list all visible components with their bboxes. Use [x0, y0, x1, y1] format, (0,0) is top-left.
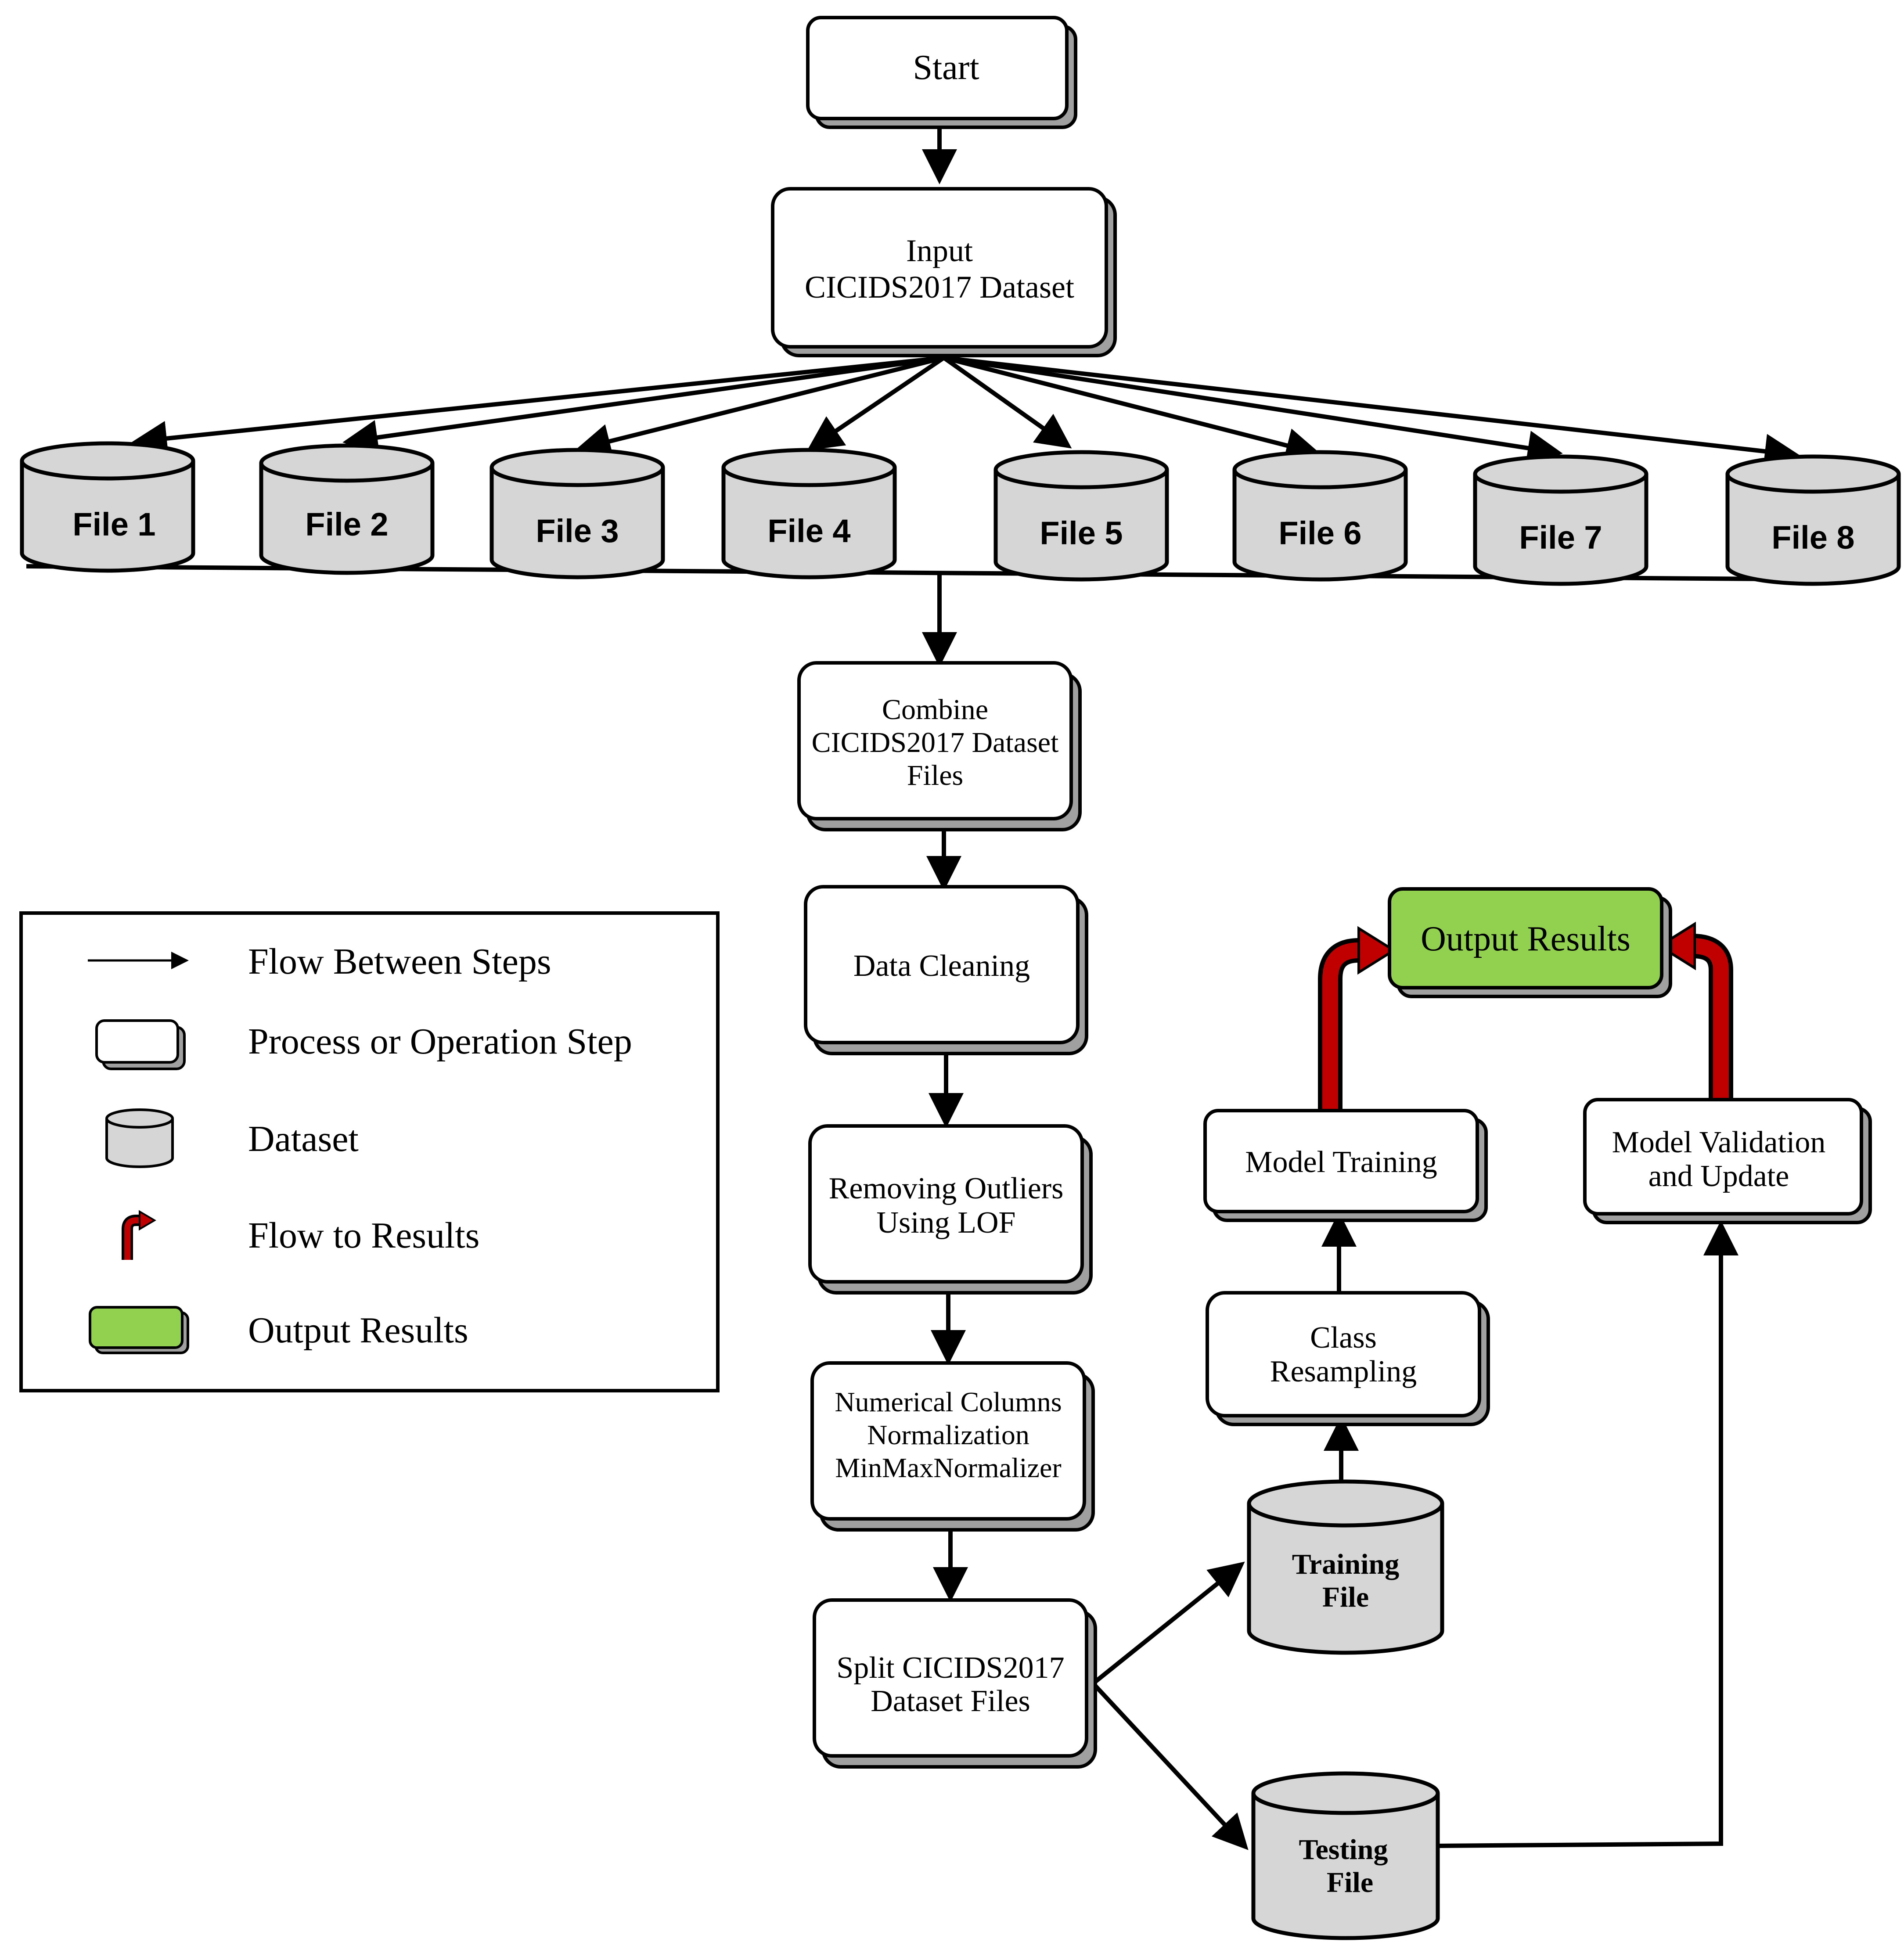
- file-5-label: File 5: [1040, 515, 1123, 551]
- outliers-box: Removing Outliers Using LOF: [808, 1124, 1093, 1295]
- file-5-cylinder: File 5: [993, 450, 1169, 582]
- split-label-line1: Split CICIDS2017: [836, 1651, 1064, 1685]
- result-flows: [1318, 921, 1733, 1111]
- arrow-split-training: [1091, 1561, 1245, 1685]
- legend-flow-label: Flow Between Steps: [248, 941, 551, 982]
- start-label: Start: [913, 48, 979, 87]
- validation-label-line2: and Update: [1648, 1159, 1789, 1193]
- outliers-label-line1: Removing Outliers: [829, 1172, 1064, 1205]
- legend: Flow Between Steps Process or Operation …: [19, 911, 720, 1392]
- outliers-label-line2: Using LOF: [877, 1206, 1016, 1240]
- validation-box: Model Validation and Update: [1583, 1098, 1872, 1224]
- norm-label-line2: Normalization: [867, 1419, 1029, 1450]
- file-3-label: File 3: [536, 513, 619, 549]
- output-results-label: Output Results: [1421, 920, 1630, 958]
- arrow-input-file7: [943, 356, 1563, 466]
- arrow-input-file4: [807, 356, 945, 451]
- file-4-label: File 4: [767, 513, 850, 549]
- resampling-label-line2: Resampling: [1270, 1355, 1417, 1388]
- file-cylinders: File 1 File 2 File 3 File 4 File 5 File …: [20, 441, 1901, 586]
- arrow-input-file8: [943, 356, 1800, 469]
- combine-label-line1: Combine: [882, 694, 988, 726]
- model-training-box: Model Training: [1203, 1109, 1488, 1222]
- file-2-label: File 2: [305, 506, 388, 543]
- start-box: Start: [806, 16, 1077, 129]
- file-2-cylinder: File 2: [259, 443, 435, 575]
- testing-file-label-line2: File: [1327, 1866, 1373, 1899]
- file-1-cylinder: File 1: [20, 441, 195, 573]
- file-7-label: File 7: [1519, 519, 1602, 556]
- testing-file-cylinder: Testing File: [1251, 1771, 1440, 1940]
- normalization-box: Numerical Columns Normalization MinMaxNo…: [810, 1361, 1095, 1532]
- input-label-line1: Input: [906, 233, 973, 268]
- arrow-input-file5: [943, 356, 1072, 449]
- file-3-cylinder: File 3: [489, 448, 665, 579]
- norm-label-line3: MinMaxNormalizer: [835, 1452, 1061, 1483]
- file-8-label: File 8: [1771, 519, 1854, 556]
- cleaning-label: Data Cleaning: [853, 949, 1030, 983]
- cleaning-box: Data Cleaning: [804, 885, 1088, 1055]
- combine-box: Combine CICIDS2017 Dataset Files: [797, 661, 1082, 831]
- file-7-cylinder: File 7: [1473, 454, 1648, 586]
- training-file-cylinder: Training File: [1247, 1479, 1444, 1655]
- arrow-input-file2: [342, 356, 944, 455]
- combine-label-line2: CICIDS2017 Dataset: [812, 726, 1059, 759]
- combine-label-line3: Files: [907, 759, 963, 791]
- arrow-testing-validation: [1437, 1220, 1738, 1848]
- process-box-icon: [95, 1019, 186, 1070]
- arrow-input-file3: [575, 356, 945, 459]
- split-box: Split CICIDS2017 Dataset Files: [813, 1598, 1097, 1769]
- resampling-label-line1: Class: [1310, 1321, 1377, 1355]
- training-file-label-line2: File: [1322, 1581, 1369, 1613]
- file-8-cylinder: File 8: [1725, 454, 1901, 586]
- resampling-box: Class Resampling: [1206, 1291, 1490, 1426]
- arrow-input-file1: [132, 356, 944, 456]
- input-box: Input CICIDS2017 Dataset: [771, 187, 1117, 357]
- testing-file-label-line1: Testing: [1299, 1834, 1388, 1866]
- norm-label-line1: Numerical Columns: [835, 1386, 1062, 1417]
- legend-output-label: Output Results: [248, 1310, 468, 1351]
- file-4-cylinder: File 4: [721, 448, 897, 579]
- arrow-split-testing: [1091, 1682, 1249, 1850]
- output-results-box: Output Results: [1388, 887, 1672, 998]
- output-box-icon: [89, 1306, 189, 1354]
- validation-label-line1: Model Validation: [1612, 1126, 1826, 1159]
- split-label-line2: Dataset Files: [871, 1684, 1030, 1718]
- file-6-label: File 6: [1278, 515, 1361, 551]
- file-1-label: File 1: [72, 506, 155, 543]
- legend-flow-results-label: Flow to Results: [248, 1215, 479, 1256]
- dataset-cylinder-icon: [105, 1108, 174, 1168]
- input-label-line2: CICIDS2017 Dataset: [805, 270, 1074, 305]
- file-6-cylinder: File 6: [1232, 450, 1408, 582]
- arrow-input-file6: [943, 356, 1321, 463]
- training-file-label-line1: Training: [1292, 1548, 1400, 1580]
- legend-dataset-label: Dataset: [248, 1118, 359, 1159]
- model-training-label: Model Training: [1245, 1145, 1437, 1179]
- result-arrow-icon: [122, 1210, 156, 1260]
- legend-process-label: Process or Operation Step: [248, 1021, 632, 1062]
